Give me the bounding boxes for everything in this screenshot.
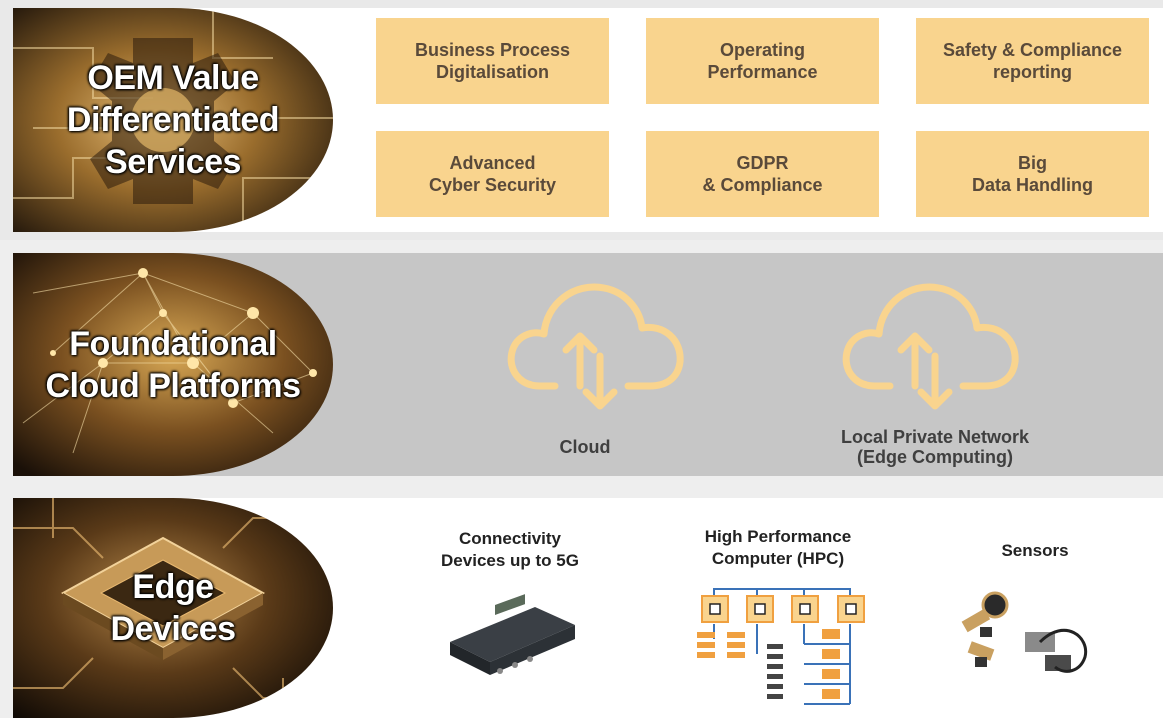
hpc-diagram xyxy=(697,588,865,705)
services-layer: OEM Value Differentiated Services Busine… xyxy=(0,0,1163,240)
local-network-label: Local Private Network (Edge Computing) xyxy=(840,427,1030,467)
sensors-image xyxy=(961,591,1088,673)
chip-image xyxy=(13,498,333,718)
platforms-lens: Foundational Cloud Platforms xyxy=(13,253,333,476)
cloud-label: Cloud xyxy=(559,437,611,457)
network-globe-image xyxy=(13,253,333,476)
connectivity-device-image xyxy=(450,594,575,675)
edge-lens: Edge Devices xyxy=(13,498,333,718)
platforms-layer: Foundational Cloud Platforms Cloud Local… xyxy=(0,240,1163,492)
edge-cloud-sync-icon xyxy=(842,283,1019,410)
service-box-cyber-security: Advanced Cyber Security xyxy=(376,131,609,217)
service-box-big-data: Big Data Handling xyxy=(916,131,1149,217)
service-box-business-process: Business Process Digitalisation xyxy=(376,18,609,104)
services-lens: OEM Value Differentiated Services xyxy=(13,8,333,232)
circuit-gear-image xyxy=(13,8,333,232)
edge-panel: Edge Devices xyxy=(13,498,1163,718)
sensors-label: Sensors xyxy=(1001,541,1069,560)
connectivity-device-label: Connectivity Devices up to 5G xyxy=(441,529,579,570)
services-layer-title: OEM Value Differentiated Services xyxy=(66,59,280,181)
edge-layer-title: Edge Devices xyxy=(110,568,236,648)
service-box-operating-performance: Operating Performance xyxy=(646,18,879,104)
hpc-label: High Performance Computer (HPC) xyxy=(704,527,852,568)
platforms-layer-title: Foundational Cloud Platforms xyxy=(45,324,301,405)
edge-layer: Edge Devices Connectivity Devices up to … xyxy=(0,492,1163,718)
service-box-safety-compliance: Safety & Compliance reporting xyxy=(916,18,1149,104)
service-box-gdpr: GDPR & Compliance xyxy=(646,131,879,217)
cloud-sync-icon xyxy=(507,283,684,410)
